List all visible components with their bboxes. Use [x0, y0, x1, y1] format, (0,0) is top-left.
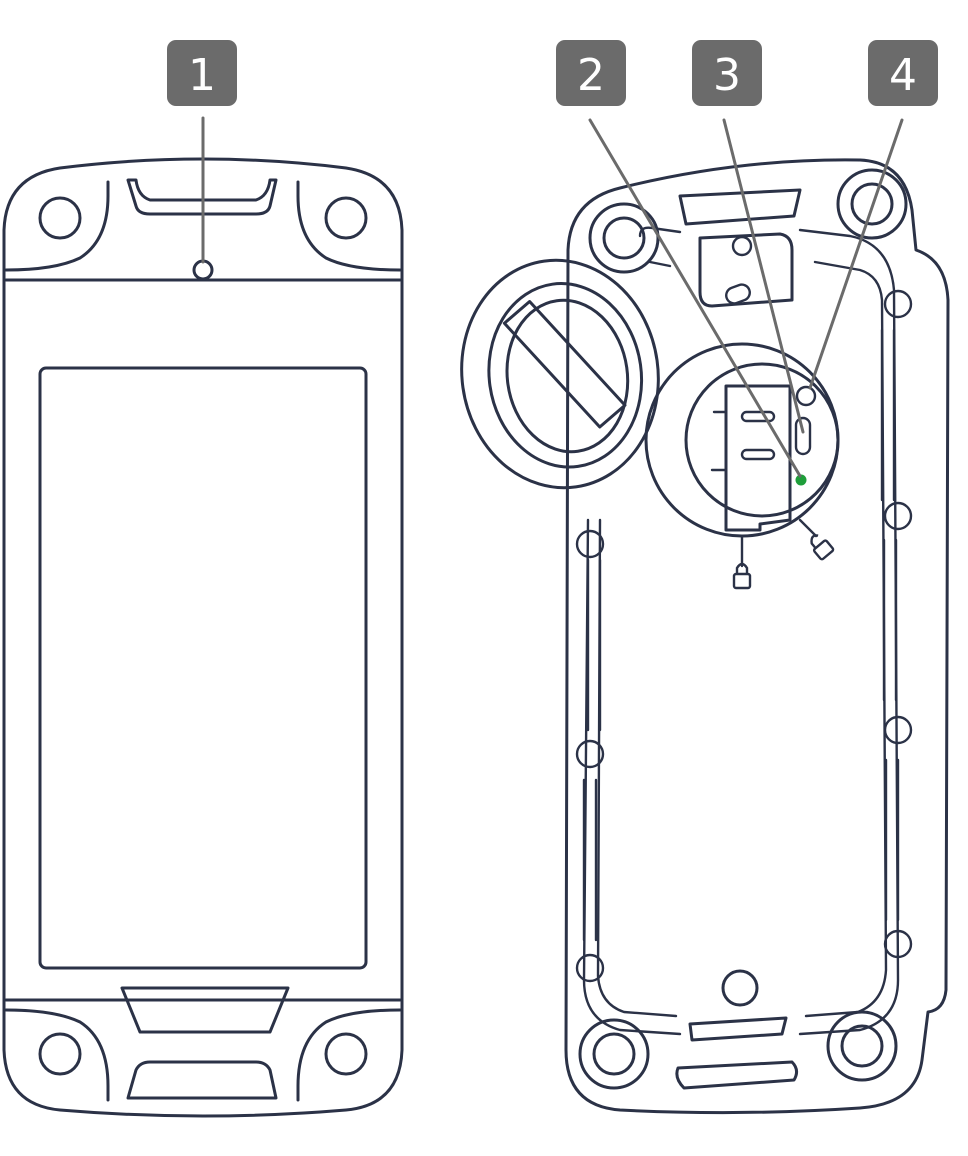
back-inner-gasket [582, 226, 900, 1036]
battery-holder-tab [710, 410, 728, 472]
back-top-clip [678, 188, 802, 226]
back-bump-right-4 [883, 929, 913, 959]
back-screw-bottom-left-outer [578, 1018, 650, 1090]
back-screw-bottom-right-outer [826, 1010, 898, 1082]
back-bump-right-2 [883, 501, 913, 531]
callout-label-4: 4 [889, 50, 917, 101]
callout-label-3: 3 [713, 50, 741, 101]
back-bump-right-1 [883, 289, 913, 319]
callout-2: 2 [556, 40, 802, 478]
back-side-slots-right [880, 328, 900, 922]
back-screw-bottom-right [840, 1024, 884, 1068]
back-bump-left-1 [575, 529, 605, 559]
front-display [38, 366, 368, 970]
status-led [795, 474, 807, 486]
front-top-notch [4, 180, 402, 272]
front-screw-top-right [324, 196, 368, 240]
unlock-marker-line [798, 518, 818, 538]
front-top-slot [126, 178, 278, 216]
reset-button [795, 385, 817, 407]
callout-1: 1 [167, 40, 237, 264]
front-sensor-hole [192, 259, 214, 281]
back-bottom-slot-2 [675, 1060, 799, 1090]
callout-badge-2 [556, 40, 626, 106]
callout-label-2: 2 [577, 50, 605, 101]
battery-compartment-inner [684, 362, 840, 518]
battery-cover [460, 258, 660, 490]
front-screw-top-left [38, 196, 82, 240]
front-screw-bottom-right [324, 1032, 368, 1076]
unlock-icon [810, 534, 835, 561]
back-screw-top-left [602, 216, 646, 260]
back-screw-top-right-outer [836, 168, 908, 240]
back-housing-outline [564, 158, 950, 1115]
callout-label-1: 1 [188, 50, 216, 101]
back-screw-bottom-left [592, 1032, 636, 1076]
back-screw-top-right [850, 182, 894, 226]
device-front-view [2, 157, 404, 1118]
back-bump-left-3 [575, 953, 605, 983]
device-back-view [460, 158, 950, 1115]
back-bump-left-2 [575, 739, 605, 769]
front-bottom-button [120, 986, 290, 1034]
front-bottom-slot [126, 1060, 278, 1100]
battery-slot-1 [740, 410, 776, 423]
back-top-bracket [698, 232, 794, 308]
back-bracket-hole-1 [731, 235, 753, 257]
back-bottom-hole [721, 969, 759, 1007]
callout-badge-4 [868, 40, 938, 106]
back-bump-right-3 [883, 715, 913, 745]
callout-badge-3 [692, 40, 762, 106]
back-screw-top-left-outer [588, 202, 660, 274]
battery-slot-2 [740, 448, 776, 461]
front-housing-outline [2, 157, 404, 1118]
callout-badge-1 [167, 40, 237, 106]
front-screw-bottom-left [38, 1032, 82, 1076]
back-bottom-slot-1 [688, 1016, 788, 1042]
lock-icon [732, 562, 752, 590]
back-bracket-hole-2 [725, 283, 751, 305]
back-side-slots-left [582, 558, 602, 942]
usb-port [794, 416, 812, 456]
callout-3: 3 [692, 40, 805, 434]
front-bottom-notch [4, 1008, 402, 1102]
callout-4: 4 [808, 40, 938, 390]
